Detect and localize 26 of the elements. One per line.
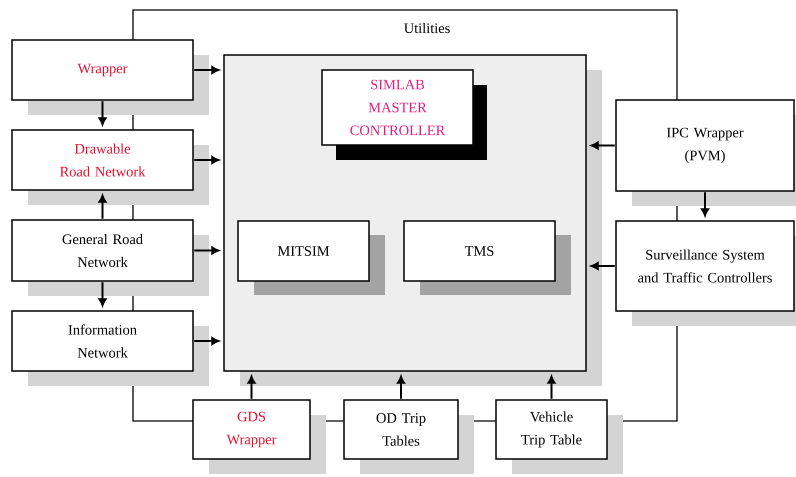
component-box: GDS Wrapper [192,399,311,460]
component-box: General Road Network [11,219,194,282]
arrow [397,376,405,399]
arrow [194,246,220,254]
arrow [701,192,709,216]
arrow [194,66,220,74]
controller-box: SIMLAB MASTER CONTROLLER [321,69,474,146]
component-box: Surveillance System and Traffic Controllers [615,220,795,312]
component-box: OD Trip Tables [343,399,459,460]
component-box: IPC Wrapper (PVM) [615,99,795,192]
module-box: TMS [403,220,556,282]
arrow [194,156,220,164]
arrow [98,282,106,306]
component-box: Vehicle Trip Table [495,399,608,460]
module-box: MITSIM [237,220,370,282]
arrow [248,376,256,399]
text-label: Utilities [404,22,450,34]
component-box: Wrapper [11,39,194,101]
arrow [590,142,615,150]
component-box: Information Network [11,310,194,372]
arrow [194,337,220,345]
arrow [98,101,106,126]
component-box: Drawable Road Network [11,129,194,191]
arrow [590,262,615,270]
arrow [548,376,556,399]
arrow [98,194,106,219]
